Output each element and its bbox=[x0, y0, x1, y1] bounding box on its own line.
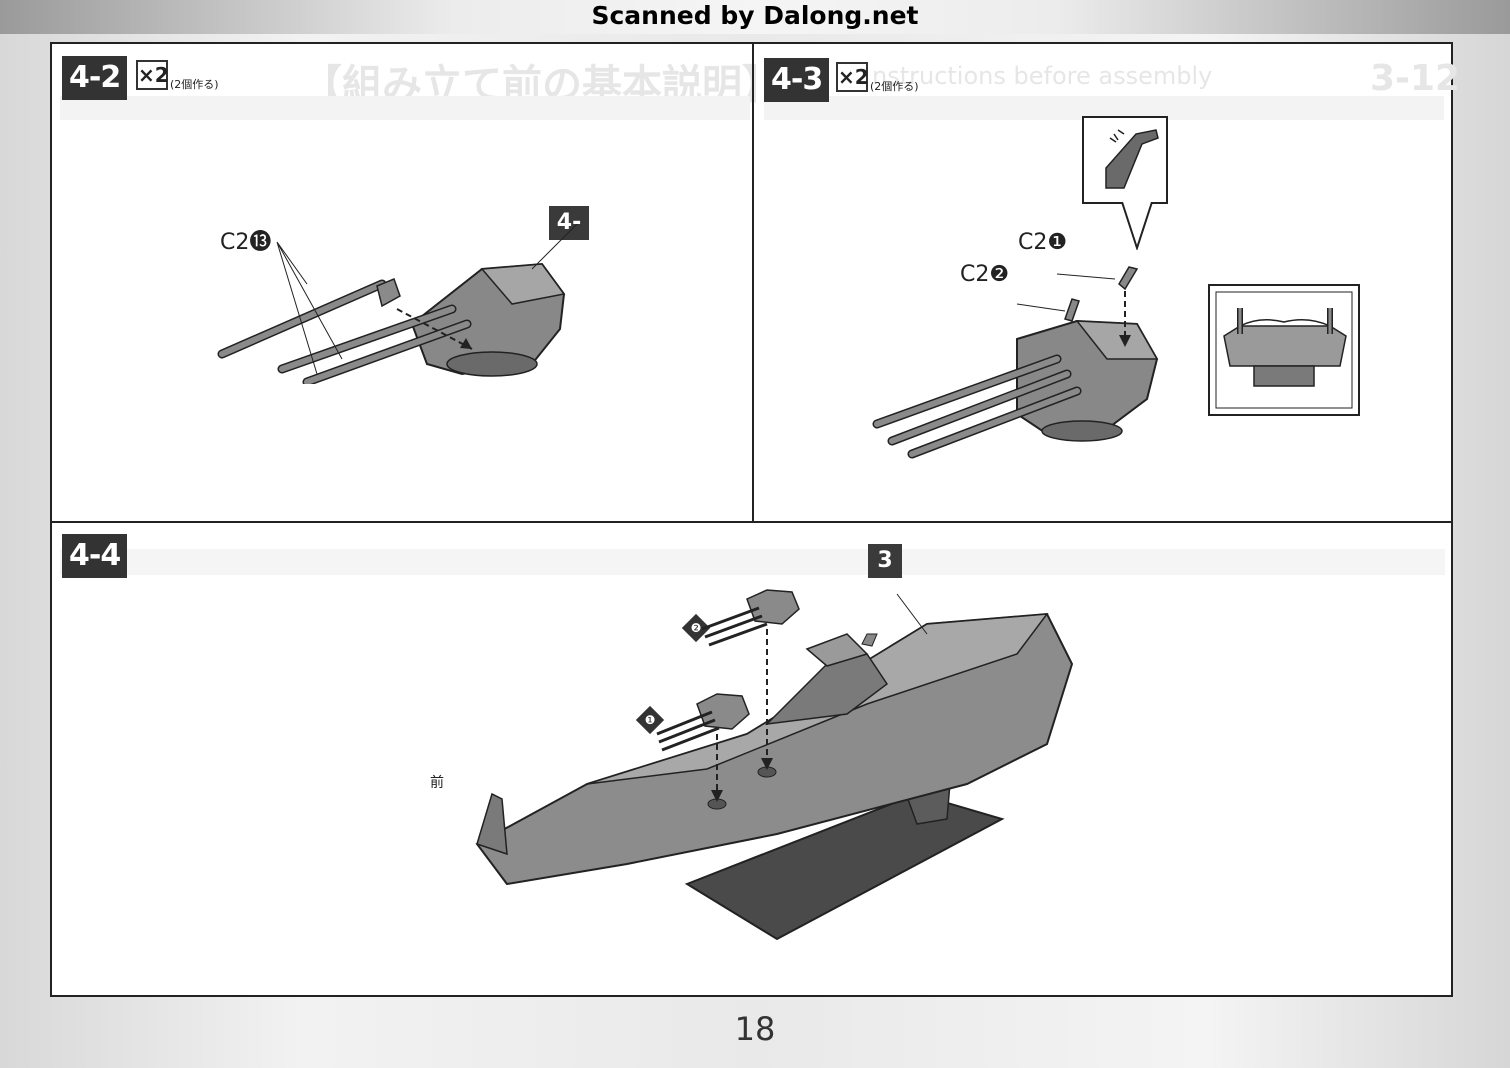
turret-1 bbox=[696, 693, 750, 730]
insertion-arrow bbox=[396, 308, 473, 350]
display-stand bbox=[684, 792, 1005, 941]
part-label-c2-2: C2❷ bbox=[960, 262, 1010, 287]
marker-1: ❶ bbox=[644, 713, 656, 727]
front-direction-label: 前 bbox=[430, 775, 444, 791]
part-label-c2-13: C2⓭ bbox=[220, 230, 272, 255]
bow-prong bbox=[476, 792, 508, 856]
callout-pointer bbox=[1121, 202, 1153, 250]
quantity-note-4-2: (2個作る) bbox=[170, 78, 219, 91]
turret-1-barrels bbox=[656, 710, 720, 752]
page-number: 18 bbox=[734, 1010, 776, 1048]
placement-arrowheads bbox=[711, 758, 773, 802]
barrel-4-3-2 bbox=[889, 371, 1070, 444]
barrel-loose-fill bbox=[219, 281, 385, 357]
barrel-4-3-3 bbox=[909, 388, 1080, 457]
turret-top bbox=[480, 263, 566, 305]
step-number-4-4: 4-4 bbox=[62, 534, 128, 578]
turret-top-4-3 bbox=[1075, 320, 1159, 360]
reference-badge-4-1: 4-1 bbox=[549, 206, 589, 269]
turret-2-barrels bbox=[701, 606, 768, 647]
ship-assembly-illustration bbox=[475, 589, 1074, 941]
barrel-mounted-1-fill bbox=[279, 306, 455, 372]
reference-leader-3 bbox=[896, 593, 928, 635]
quantity-note-4-3: (2個作る) bbox=[870, 80, 919, 93]
ghost-band-bottom bbox=[60, 549, 1445, 575]
barrel-mounted-2-fill bbox=[304, 321, 470, 384]
antenna-part-c2-2 bbox=[1064, 298, 1080, 322]
scan-credit: Scanned by Dalong.net bbox=[591, 1, 919, 30]
mast bbox=[861, 633, 878, 647]
part-c2-1-detail-icon bbox=[1105, 129, 1159, 189]
ghost-corner-number: 3-12 bbox=[1370, 58, 1461, 99]
part-label-c2-1: C2❶ bbox=[1018, 230, 1068, 255]
part-detail-callout bbox=[1082, 116, 1168, 204]
panel-divider-horizontal bbox=[52, 521, 1451, 523]
marker-2: ❷ bbox=[690, 621, 702, 635]
step-number-4-2: 4-2 bbox=[62, 56, 128, 100]
panel-divider-vertical bbox=[752, 44, 754, 521]
instruction-page: 【組み立て前の基本説明】 nstructions before assembly… bbox=[50, 42, 1460, 997]
turret-base-4-3 bbox=[1041, 420, 1123, 442]
insertion-arrowhead bbox=[460, 338, 472, 349]
turret-assembly-illustration-4-3 bbox=[872, 266, 1159, 459]
inset-view-box bbox=[1208, 284, 1360, 416]
bridge-top bbox=[805, 633, 869, 667]
ghost-band-left bbox=[60, 96, 750, 120]
step-number-4-3: 4-3 bbox=[764, 58, 830, 102]
turret-assembly-illustration-4-2 bbox=[217, 224, 578, 384]
reference-badge-3: 3 bbox=[868, 544, 902, 578]
leader-lines bbox=[276, 241, 343, 375]
ghost-title-right: nstructions before assembly bbox=[872, 62, 1213, 90]
header-strip bbox=[0, 0, 1510, 34]
insertion-guide-arrowhead bbox=[1119, 335, 1131, 347]
quantity-box-4-2: ×2 bbox=[136, 60, 169, 90]
barrel-breech bbox=[376, 278, 401, 308]
reference-leader-4-1 bbox=[531, 224, 578, 270]
turret-inset-icon bbox=[1215, 291, 1353, 409]
leader-lines-4-3 bbox=[1016, 273, 1116, 312]
barrel-4-3-1 bbox=[874, 356, 1060, 427]
quantity-box-4-3: ×2 bbox=[836, 62, 869, 92]
antenna-part-c2-1 bbox=[1118, 266, 1139, 291]
turret-base bbox=[446, 351, 538, 377]
